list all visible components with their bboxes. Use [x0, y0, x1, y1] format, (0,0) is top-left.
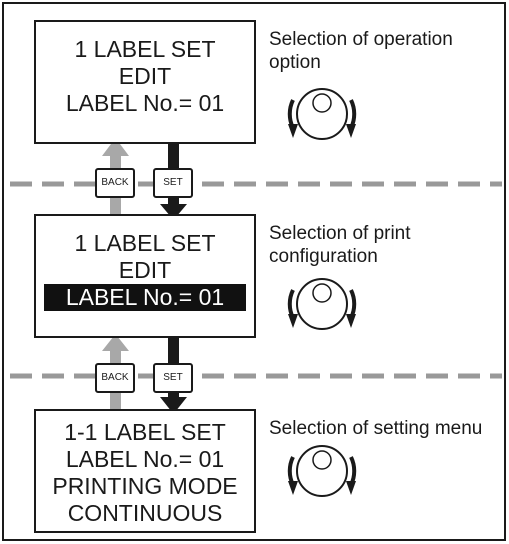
lcd-line: LABEL No.= 01: [65, 446, 225, 472]
set-button[interactable]: SET: [153, 168, 193, 198]
lcd-line: EDIT: [118, 63, 172, 89]
rotary-knob-icon: [287, 445, 357, 497]
lcd-line: PRINTING MODE: [52, 473, 238, 499]
rotary-knob-icon: [287, 278, 357, 330]
lcd-line: LABEL No.= 01: [65, 90, 225, 116]
back-button[interactable]: BACK: [95, 168, 135, 198]
lcd-line: 1 LABEL SET: [74, 36, 216, 62]
lcd-line: 1 LABEL SET: [74, 230, 216, 256]
rotary-knob-icon: [287, 88, 357, 140]
caption-print-configuration: Selection of print configuration: [269, 223, 411, 267]
lcd-screen-1: 1 LABEL SET EDIT LABEL No.= 01: [34, 20, 256, 144]
lcd-line: 1-1 LABEL SET: [64, 419, 226, 445]
caption-setting-menu: Selection of setting menu: [269, 418, 483, 439]
lcd-line: CONTINUOUS: [67, 500, 223, 526]
caption-operation-option: Selection of operation option: [269, 29, 453, 73]
set-button[interactable]: SET: [153, 363, 193, 393]
lcd-line-highlighted: LABEL No.= 01: [44, 284, 246, 311]
lcd-line: EDIT: [118, 257, 172, 283]
lcd-screen-2: 1 LABEL SET EDIT LABEL No.= 01: [34, 214, 256, 338]
back-button[interactable]: BACK: [95, 363, 135, 393]
lcd-screen-3: 1-1 LABEL SET LABEL No.= 01 PRINTING MOD…: [34, 409, 256, 533]
